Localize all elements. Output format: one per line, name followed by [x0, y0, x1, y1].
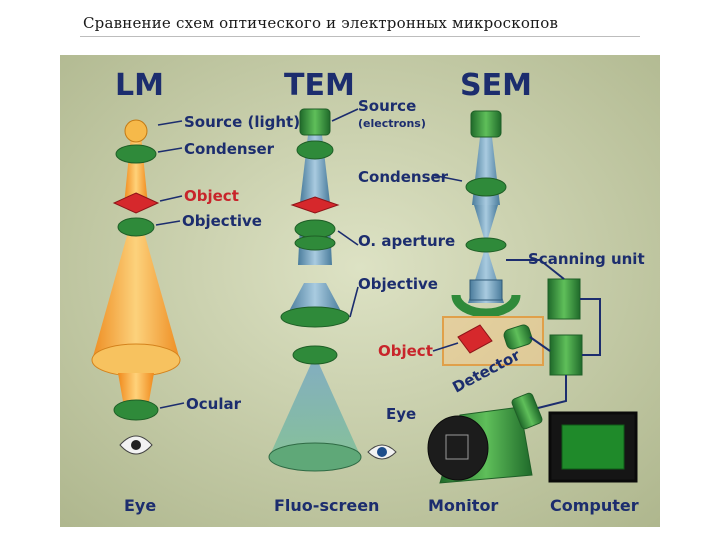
sem-monitor-image — [445, 434, 469, 460]
label-sem-object: Object — [378, 342, 433, 360]
tem-object-specimen — [290, 196, 340, 214]
tem-projection-cone — [270, 355, 360, 455]
header-lm: LM — [115, 68, 164, 103]
label-tem-source: Source — [358, 97, 416, 115]
label-lm-ocular: Ocular — [186, 395, 242, 413]
tem-intermediate-lens — [280, 306, 350, 328]
lm-light-cone — [92, 225, 180, 360]
title-divider — [80, 36, 640, 37]
tem-condenser-lens-1 — [296, 140, 334, 160]
sem-column — [427, 110, 638, 484]
header-sem: SEM — [460, 68, 532, 103]
sem-wire-monitor — [525, 375, 567, 412]
sem-computer-screen — [561, 424, 625, 470]
sem-scanning-unit-box-2 — [549, 334, 583, 376]
sem-aperture-lens — [465, 237, 507, 253]
tem-electron-source-icon — [299, 108, 331, 136]
sem-objective-core — [469, 279, 503, 301]
sem-electron-source-icon — [470, 110, 502, 138]
leader-tem-condenser — [431, 174, 463, 182]
label-tem-fluo-screen: Fluo-screen — [274, 496, 379, 515]
lm-ocular-lens — [113, 399, 159, 421]
label-tem-source-note: (electrons) — [358, 117, 426, 130]
tem-eye-pupil — [377, 447, 387, 457]
sem-detector-icon — [503, 324, 533, 350]
diagram-canvas: LM TEM SEM Source (light) Condenser Obje… — [60, 55, 660, 527]
label-tem-aperture: O. aperture — [358, 232, 455, 250]
label-sem-scanning-unit: Scanning unit — [528, 250, 645, 268]
label-lm-source: Source (light) — [184, 113, 300, 131]
label-tem-objective: Objective — [358, 275, 438, 293]
leader-tem-objective — [349, 286, 359, 318]
tem-projector-lens — [292, 345, 338, 365]
label-sem-computer: Computer — [550, 496, 639, 515]
tem-fluo-screen — [268, 442, 362, 472]
lm-object-specimen — [112, 192, 160, 214]
lm-light-source-icon — [124, 119, 148, 143]
sem-objective-ring — [451, 294, 521, 318]
tem-column — [268, 108, 397, 472]
leader-lm-condenser — [157, 147, 183, 153]
slide-title: Сравнение схем оптического и электронных… — [83, 14, 559, 32]
sem-monitor-neck — [511, 392, 543, 430]
sem-wire-scan-to-column — [506, 259, 565, 280]
sem-monitor-screen — [427, 415, 489, 481]
lm-cone-base — [91, 343, 181, 377]
label-lm-objective: Objective — [182, 212, 262, 230]
tem-objective-lens — [294, 235, 336, 251]
sem-condenser-lens — [465, 177, 507, 197]
lm-light-beam-lower — [118, 373, 154, 407]
sem-wire-scan-boxes — [580, 298, 601, 356]
sem-scanning-unit-box-1 — [547, 278, 581, 320]
leader-tem-aperture — [337, 230, 359, 246]
lm-eye-pupil — [131, 440, 141, 450]
sem-wire-detector — [529, 336, 551, 352]
sem-beam-focus — [474, 205, 498, 245]
label-sem-monitor: Monitor — [428, 496, 498, 515]
tem-beam-lower — [288, 283, 342, 313]
lm-column — [91, 119, 181, 455]
label-sem-eye: Eye — [386, 405, 416, 423]
microscope-comparison-diagram: LM TEM SEM Source (light) Condenser Obje… — [60, 55, 660, 527]
leader-lm-objective — [155, 220, 181, 226]
leader-sem-object — [432, 342, 459, 352]
lm-condenser-lens — [115, 144, 157, 164]
label-tem-condenser: Condenser — [358, 168, 449, 186]
label-lm-object: Object — [184, 187, 239, 205]
sem-object-specimen — [457, 324, 493, 354]
lm-objective-lens — [117, 217, 155, 237]
leader-tem-source — [331, 108, 359, 122]
leader-lm-object — [159, 195, 183, 202]
label-lm-condenser: Condenser — [184, 140, 275, 158]
header-tem: TEM — [284, 68, 355, 103]
tem-objective-aperture — [294, 219, 336, 239]
leader-lm-source — [157, 120, 183, 126]
leader-lm-ocular — [159, 402, 185, 409]
label-lm-eye: Eye — [124, 496, 156, 515]
